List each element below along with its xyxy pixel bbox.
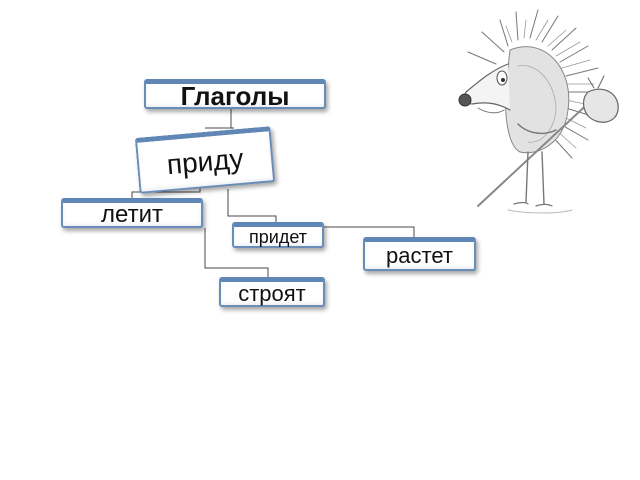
node-letit-label: летит bbox=[101, 200, 163, 228]
hedgehog-with-bindle-icon bbox=[458, 9, 619, 214]
node-stroyat-label: строят bbox=[238, 280, 306, 306]
connector-pridu-letit bbox=[131, 186, 201, 198]
node-pridu-label: приду bbox=[165, 142, 245, 180]
node-letit: летит bbox=[61, 198, 203, 228]
node-stroyat: строят bbox=[219, 277, 325, 307]
root-node: Глаголы bbox=[144, 79, 326, 109]
node-pridet-label: придет bbox=[249, 226, 307, 247]
node-pridu: приду bbox=[134, 126, 276, 194]
node-pridet: придет bbox=[232, 222, 324, 248]
root-node-label: Глаголы bbox=[180, 80, 290, 111]
node-rastet: растет bbox=[363, 237, 476, 271]
node-rastet-label: растет bbox=[386, 242, 453, 268]
connector-pridu-pridet bbox=[227, 189, 277, 222]
connector-letit-stroyat bbox=[204, 228, 269, 277]
connector-root-pridu bbox=[205, 109, 234, 129]
